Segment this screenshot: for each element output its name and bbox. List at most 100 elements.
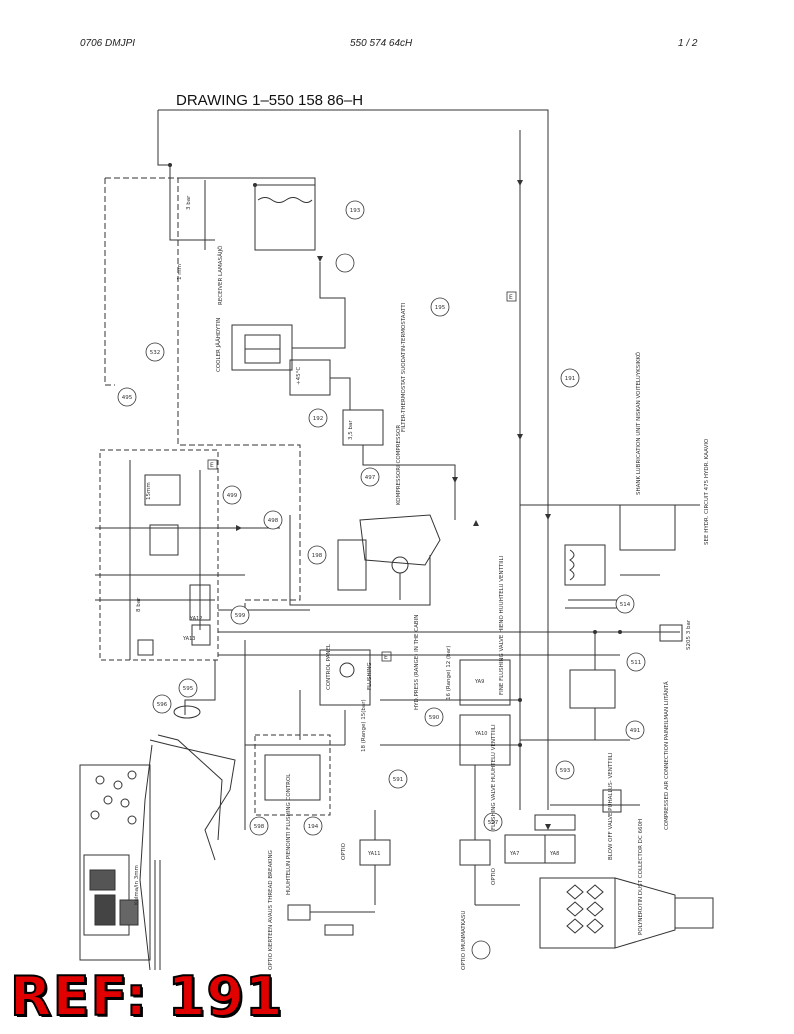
label-blow-off: BLOW OFF VALVE PUHALLUS- VENTTIILI: [608, 752, 614, 860]
e-box-3: [381, 651, 392, 662]
callout-194: [303, 816, 323, 836]
label-35bar: 3,5 bar: [348, 420, 354, 440]
doc-date-code: 0706 DMJPI: [80, 38, 136, 49]
callout-497-text: 497: [365, 475, 376, 481]
callout-195-text: 195: [435, 305, 446, 311]
dust-collector-body: [539, 877, 616, 949]
callout-193: [345, 200, 365, 220]
callout-498-text: 498: [268, 518, 279, 524]
label-see-hydr-circuit: SEE HYDR. CIRCUIT 475 HYDR. KAAVIO: [704, 438, 710, 545]
flushing-valve-box: [459, 714, 511, 766]
callout-596-text: 596: [157, 702, 168, 708]
label-flushing-valve: FLUSHING VALVE HUUHTELU VENTTIILI: [491, 724, 497, 830]
label-receiver: RECEIVER LAMASÄIJÖ: [217, 245, 224, 305]
receiver-level: [257, 197, 313, 203]
label-fine-flushing: FINE FLUSHING VALVE HIENO HUUHTELU VENTT…: [499, 555, 505, 695]
pressure-gauge: [339, 662, 355, 678]
main-return-line: [158, 109, 549, 810]
label-range-16: 16 (Range) 12 (bar): [446, 646, 452, 700]
label-cooler: COOLER JÄÄHDYTIN: [215, 318, 222, 372]
compressor-frame: [289, 515, 431, 606]
callout-194-text: 194: [308, 824, 319, 830]
callout-499: [222, 485, 242, 505]
motor-box: [337, 539, 367, 591]
callout-191-text: 191: [565, 376, 576, 382]
valve-ya12: [191, 624, 211, 646]
callout-596: [152, 694, 172, 714]
callout-591-text: 591: [393, 777, 404, 783]
callout-193-text: 193: [350, 208, 361, 214]
callout-191: [560, 368, 580, 388]
tag-ya7: YA7: [509, 851, 519, 857]
callout-495: [117, 387, 137, 407]
callout-593-text: 593: [560, 768, 571, 774]
drawing-title: DRAWING 1–550 158 86–H: [176, 92, 364, 109]
valve-ya8: [544, 834, 576, 864]
filter-cartridges: [566, 884, 604, 934]
control-block-frame: [99, 449, 219, 661]
e-box-3-label: E: [384, 654, 388, 661]
label-compressor: KOMPRESSORI COMPRESSOR: [396, 425, 402, 505]
thread-breaking-block: [287, 904, 311, 921]
fine-flushing-box: [459, 659, 511, 706]
callout-498: [263, 510, 283, 530]
compressor-hose: [178, 177, 316, 210]
label-optio-thread: OPTIO KIERTEEN AVAUS THREAD BREAKING: [268, 850, 274, 970]
control-panel-box: [319, 649, 371, 706]
dust-collector-hopper: [614, 877, 676, 949]
label-15mm: 15mm: [146, 482, 152, 500]
callout-193b: [471, 940, 491, 960]
lubrication-coil: [569, 549, 575, 581]
callout-511-text: 511: [631, 660, 642, 666]
label-8bar: 8 bar: [136, 597, 142, 612]
callout-595-text: 595: [183, 686, 194, 692]
left-supply-line: [157, 110, 170, 166]
compressor-fan: [391, 556, 409, 574]
e-box-1: [506, 291, 517, 302]
valve-cv2: [189, 584, 211, 621]
s205-switch: [659, 624, 683, 642]
callout-511: [626, 652, 646, 672]
e-box-1-label: E: [509, 294, 513, 301]
callout-599: [230, 605, 250, 625]
dashed-boundary-far: [104, 178, 115, 386]
label-kulma: Kulma/in 3mm: [134, 865, 140, 905]
callout-195: [430, 297, 450, 317]
shank-lubrication-box: [619, 504, 676, 551]
e-box-2-label: E: [210, 462, 214, 469]
callout-192-text: 192: [313, 416, 324, 422]
compressed-air-valve: [602, 789, 622, 813]
callout-597: [483, 812, 503, 832]
dust-collector-outlet: [674, 897, 714, 929]
label-dust-collector: POLYNEROTIN DUST COLLECTOR DC 660H: [638, 819, 644, 935]
tag-ya12: YA12: [189, 616, 202, 622]
optio-valve-2: [459, 839, 491, 866]
top-connection-line: [169, 165, 215, 241]
label-filter-thermostat: FILTER-THERMOSTAT SUODATIN-TERMOSTAATTI: [401, 302, 407, 432]
tag-ya9: YA9: [474, 679, 484, 685]
thread-breaking-cylinder: [324, 924, 354, 936]
drill-rig-illustration: [79, 734, 236, 971]
lubrication-pump: [564, 544, 606, 586]
label-3bar: 3 bar: [186, 195, 192, 210]
callout-598: [249, 816, 269, 836]
callout-192b: [308, 408, 328, 428]
callout-595: [178, 678, 198, 698]
tag-ya10: YA10: [474, 731, 487, 737]
callout-590: [424, 707, 444, 727]
valve-15mm: [144, 474, 181, 506]
label-optio-2: OPTIO: [491, 867, 497, 885]
callout-497: [360, 467, 380, 487]
label-optio-imu: OPTIO IMUNMATKASU: [461, 911, 467, 970]
callout-192a: [335, 253, 355, 273]
tag-ya8: YA8: [549, 851, 559, 857]
flushing-control-frame: [254, 734, 331, 816]
callout-597-text: 597: [488, 820, 499, 826]
callout-532-text: 532: [150, 350, 161, 356]
callout-532: [145, 342, 165, 362]
callout-495-text: 495: [122, 395, 133, 401]
callout-491: [625, 720, 645, 740]
valve-c1: [149, 524, 179, 556]
valve-cv3: [137, 639, 154, 656]
